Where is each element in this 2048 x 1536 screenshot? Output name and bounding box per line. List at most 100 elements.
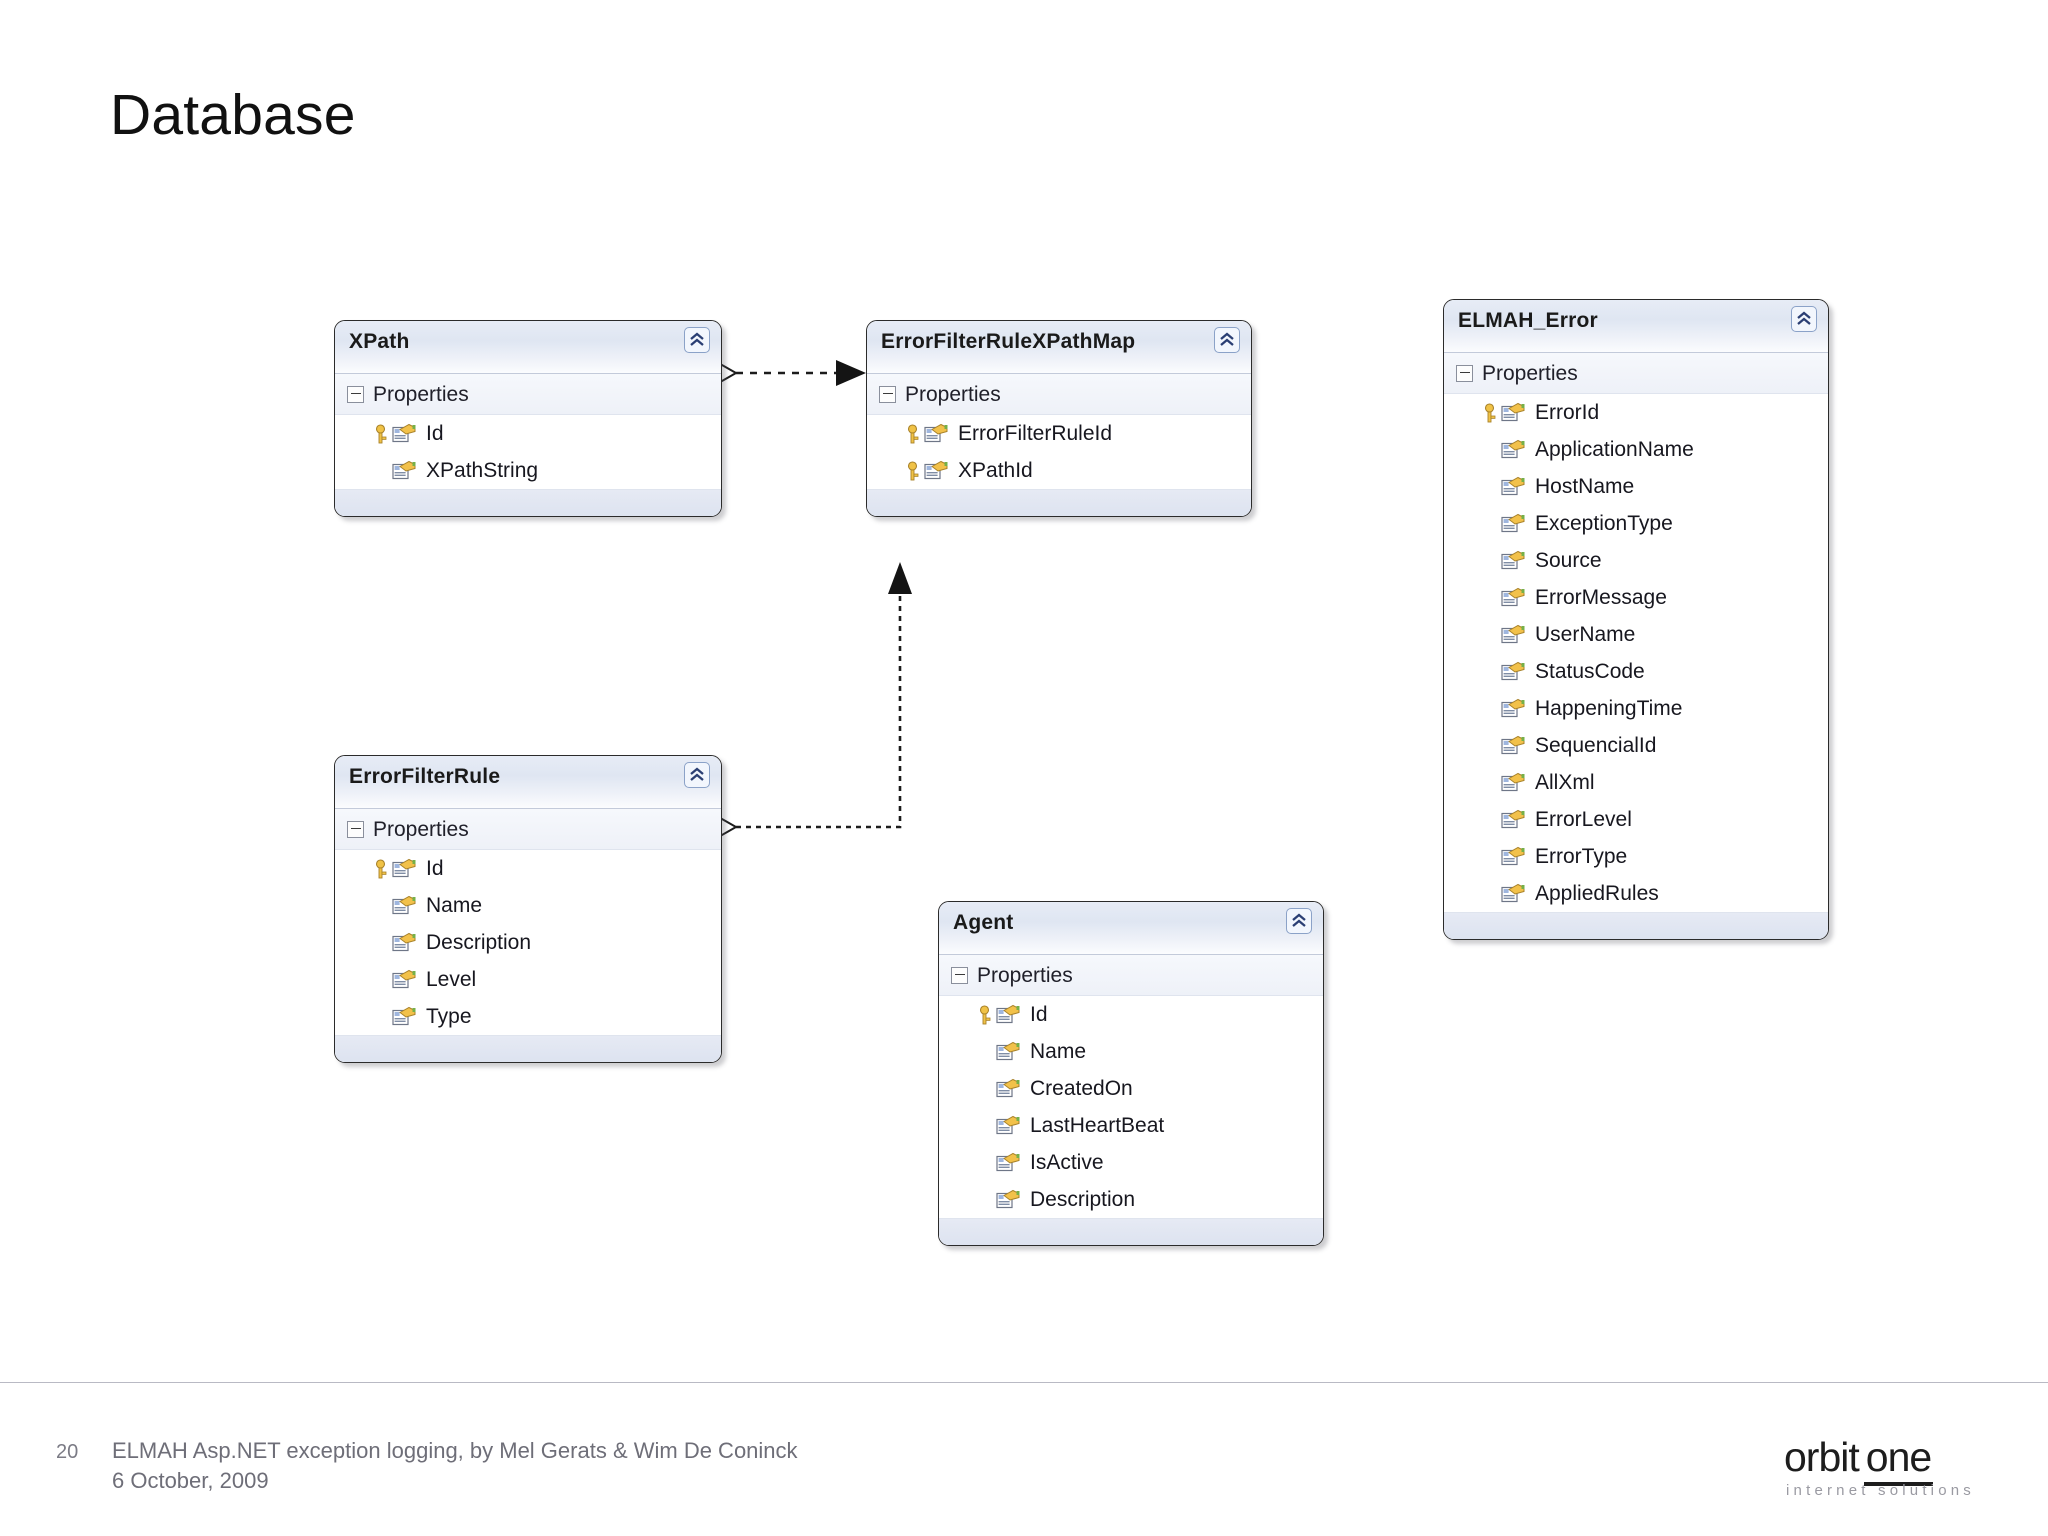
property-row[interactable]: XPathString bbox=[335, 452, 721, 489]
properties-section-header[interactable]: Properties bbox=[335, 374, 721, 415]
property-name: Name bbox=[426, 894, 483, 917]
property-icon bbox=[392, 858, 416, 879]
property-icon bbox=[392, 460, 416, 481]
property-name: Description bbox=[1030, 1188, 1136, 1211]
primary-key-icon bbox=[972, 1004, 996, 1025]
property-row[interactable]: StatusCode bbox=[1444, 653, 1828, 690]
property-row[interactable]: HappeningTime bbox=[1444, 690, 1828, 727]
collapse-minus-icon[interactable] bbox=[879, 385, 896, 403]
property-name: SequencialId bbox=[1535, 734, 1657, 757]
property-name: UserName bbox=[1535, 623, 1636, 646]
property-row[interactable]: Id bbox=[335, 850, 721, 887]
entity-header-errorfilterrulexpathmap[interactable]: ErrorFilterRuleXPathMap bbox=[867, 321, 1251, 374]
property-row[interactable]: LastHeartBeat bbox=[939, 1107, 1323, 1144]
property-name: XPathString bbox=[426, 459, 539, 482]
collapse-minus-icon[interactable] bbox=[1456, 364, 1473, 382]
entity-header-errorfilterrule[interactable]: ErrorFilterRule bbox=[335, 756, 721, 809]
property-row[interactable]: ErrorFilterRuleId bbox=[867, 415, 1251, 452]
chevron-double-up-icon[interactable] bbox=[1214, 327, 1240, 353]
property-name: XPathId bbox=[958, 459, 1033, 482]
entity-header-agent[interactable]: Agent bbox=[939, 902, 1323, 955]
collapse-minus-icon[interactable] bbox=[951, 966, 968, 984]
entity-footer bbox=[335, 1035, 721, 1062]
footer-date-line: 6 October, 2009 bbox=[112, 1468, 269, 1493]
property-row[interactable]: Name bbox=[335, 887, 721, 924]
properties-section-header[interactable]: Properties bbox=[1444, 353, 1828, 394]
properties-section-label: Properties bbox=[977, 963, 1073, 987]
property-name: ErrorType bbox=[1535, 845, 1628, 868]
property-icon bbox=[1501, 587, 1525, 608]
collapse-minus-icon[interactable] bbox=[347, 820, 364, 838]
connector-xpath-to-map bbox=[705, 360, 866, 386]
chevron-double-up-icon[interactable] bbox=[684, 327, 710, 353]
footer-subtitle-line: ELMAH Asp.NET exception logging, by Mel … bbox=[112, 1438, 798, 1463]
property-row[interactable]: ErrorType bbox=[1444, 838, 1828, 875]
properties-section-header[interactable]: Properties bbox=[335, 809, 721, 850]
property-row[interactable]: ErrorLevel bbox=[1444, 801, 1828, 838]
property-name: Id bbox=[426, 422, 444, 445]
property-row[interactable]: UserName bbox=[1444, 616, 1828, 653]
property-icon bbox=[1501, 809, 1525, 830]
property-row[interactable]: Name bbox=[939, 1033, 1323, 1070]
property-row[interactable]: Type bbox=[335, 998, 721, 1035]
property-row[interactable]: Description bbox=[939, 1181, 1323, 1218]
property-row[interactable]: Level bbox=[335, 961, 721, 998]
property-row[interactable]: Id bbox=[939, 996, 1323, 1033]
entity-header-xpath[interactable]: XPath bbox=[335, 321, 721, 374]
logo-word-orbit: orbit bbox=[1784, 1434, 1860, 1480]
footer-page-number: 20 bbox=[56, 1441, 79, 1463]
property-row[interactable]: ErrorMessage bbox=[1444, 579, 1828, 616]
property-name: Id bbox=[1030, 1003, 1048, 1026]
property-row[interactable]: SequencialId bbox=[1444, 727, 1828, 764]
property-name: IsActive bbox=[1030, 1151, 1104, 1174]
property-icon bbox=[392, 932, 416, 953]
property-row[interactable]: Source bbox=[1444, 542, 1828, 579]
slide-footer bbox=[0, 1383, 2048, 1536]
property-row[interactable]: AppliedRules bbox=[1444, 875, 1828, 912]
property-row[interactable]: ExceptionType bbox=[1444, 505, 1828, 542]
chevron-double-up-icon[interactable] bbox=[684, 762, 710, 788]
property-name: Source bbox=[1535, 549, 1602, 572]
property-row[interactable]: IsActive bbox=[939, 1144, 1323, 1181]
logo-word-one: one bbox=[1863, 1434, 1934, 1486]
properties-section-header[interactable]: Properties bbox=[939, 955, 1323, 996]
entity-title: Agent bbox=[953, 911, 1014, 934]
primary-key-icon bbox=[900, 460, 924, 481]
properties-section-label: Properties bbox=[1482, 361, 1578, 385]
chevron-double-up-icon[interactable] bbox=[1286, 908, 1312, 934]
property-name: HappeningTime bbox=[1535, 697, 1683, 720]
chevron-double-up-icon[interactable] bbox=[1791, 306, 1817, 332]
property-icon bbox=[1501, 846, 1525, 867]
property-row[interactable]: Description bbox=[335, 924, 721, 961]
property-row[interactable]: ApplicationName bbox=[1444, 431, 1828, 468]
property-row[interactable]: XPathId bbox=[867, 452, 1251, 489]
property-name: AppliedRules bbox=[1535, 882, 1659, 905]
property-row[interactable]: AllXml bbox=[1444, 764, 1828, 801]
property-row[interactable]: CreatedOn bbox=[939, 1070, 1323, 1107]
property-icon bbox=[1501, 439, 1525, 460]
property-icon bbox=[1501, 661, 1525, 682]
property-row[interactable]: Id bbox=[335, 415, 721, 452]
property-row[interactable]: ErrorId bbox=[1444, 394, 1828, 431]
primary-key-icon bbox=[368, 858, 392, 879]
property-name: ApplicationName bbox=[1535, 438, 1694, 461]
property-icon bbox=[1501, 735, 1525, 756]
property-icon bbox=[1501, 513, 1525, 534]
collapse-minus-icon[interactable] bbox=[347, 385, 364, 403]
page-title: Database bbox=[110, 83, 356, 147]
property-row[interactable]: HostName bbox=[1444, 468, 1828, 505]
properties-section-header[interactable]: Properties bbox=[867, 374, 1251, 415]
primary-key-icon bbox=[368, 423, 392, 444]
property-name: Level bbox=[426, 968, 477, 991]
entity-header-elmah_error[interactable]: ELMAH_Error bbox=[1444, 300, 1828, 353]
property-name: ErrorLevel bbox=[1535, 808, 1632, 831]
